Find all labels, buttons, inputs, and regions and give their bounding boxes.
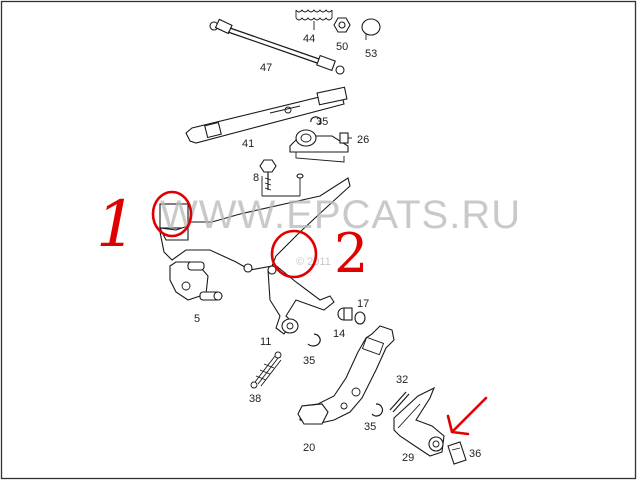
part-14-bushing [337,307,353,321]
label-5: 5 [194,313,200,325]
annotation-circle-2 [270,229,318,279]
part-8-bolt [259,159,300,197]
part-20-pedal-lever [297,325,395,425]
part-32-pin [389,391,410,413]
part-35-clip-mid [307,333,321,347]
label-38: 38 [249,393,261,405]
label-41: 41 [242,138,254,150]
part-47-rod [209,18,345,75]
label-17: 17 [357,298,369,310]
label-32: 32 [396,374,408,386]
watermark-text: WWW.EPCATS.RU [160,193,521,237]
part-5-pins [187,261,223,301]
annotation-marker-1: 1 [96,188,137,262]
part-29-bracket-lever [393,386,445,457]
annotation-arrow [446,396,488,436]
part-26-bearing-block [289,129,352,163]
part-44-spring [295,9,333,21]
main-bracket [159,173,351,301]
label-47: 47 [260,62,272,74]
label-11: 11 [260,336,271,348]
label-36: 36 [469,448,481,460]
label-35-bottom: 35 [364,421,376,433]
label-29: 29 [402,452,414,464]
part-50-nut [333,17,351,33]
part-35-clip-bottom [371,403,384,417]
part-38-spring [250,351,282,389]
label-8: 8 [253,172,259,184]
annotation-circle-1 [151,190,193,238]
part-35-clip-top [310,116,322,125]
part-41-lever [185,86,348,144]
part-36-clip-plate [447,441,467,465]
part-11-link-arm [267,263,335,335]
part-53-cap [361,18,381,40]
label-35-top: 35 [316,116,328,128]
label-44: 44 [303,33,315,45]
annotation-marker-2: 2 [334,222,368,285]
label-20: 20 [303,442,315,454]
label-35-mid: 35 [303,355,315,367]
label-50: 50 [336,41,348,53]
label-53: 53 [365,48,377,60]
label-26: 26 [357,134,369,146]
label-14: 14 [333,328,345,340]
part-17-washer [354,311,366,325]
